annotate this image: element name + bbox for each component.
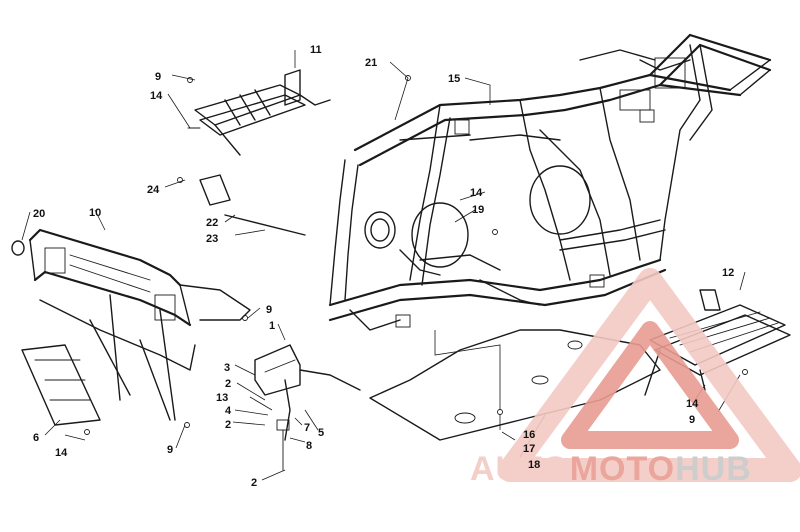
callout-17: 17 (523, 443, 535, 455)
callout-9: 9 (155, 71, 161, 83)
watermark-part-auto: AUTO (470, 450, 570, 488)
callout-18: 18 (528, 459, 540, 471)
callout-2: 2 (225, 378, 231, 390)
callout-21: 21 (365, 57, 377, 69)
callout-14d: 14 (686, 398, 699, 410)
callout-20: 20 (33, 208, 45, 220)
watermark: AUTOMOTOHUB (470, 268, 800, 488)
callout-3: 3 (224, 362, 230, 374)
callout-2b: 2 (225, 419, 231, 431)
mount-bracket (199, 174, 231, 206)
callout-6: 6 (33, 432, 39, 444)
watermark-text: AUTOMOTOHUB (470, 450, 752, 488)
callout-14: 14 (150, 90, 163, 102)
fasteners (84, 75, 748, 435)
main-frame (328, 33, 772, 331)
callout-24: 24 (147, 184, 160, 196)
callout-labels: 1 2 2 2 3 4 5 6 7 8 9 9 9 9 10 11 12 13 … (33, 44, 734, 489)
callout-19: 19 (472, 204, 484, 216)
callout-9d: 9 (689, 414, 695, 426)
callout-15: 15 (448, 73, 460, 85)
rod (224, 214, 306, 236)
callout-22: 22 (206, 217, 218, 229)
plate-bracket (21, 344, 101, 426)
callout-10: 10 (89, 207, 101, 219)
callout-5: 5 (318, 427, 324, 439)
front-bumper (11, 228, 251, 421)
callout-23: 23 (206, 233, 218, 245)
watermark-part-hub: HUB (675, 450, 752, 488)
tail-light (254, 344, 361, 471)
callout-1: 1 (269, 320, 275, 332)
callout-8: 8 (306, 440, 312, 452)
callout-7: 7 (304, 422, 310, 434)
callout-4: 4 (225, 405, 232, 417)
front-rack (187, 69, 331, 156)
callout-11: 11 (310, 44, 322, 56)
callout-9c: 9 (167, 444, 173, 456)
watermark-part-moto: MOTO (570, 450, 675, 488)
callout-16: 16 (523, 429, 535, 441)
watermark-triangle-outer (498, 268, 800, 482)
callout-2c: 2 (251, 477, 257, 489)
callout-12: 12 (722, 267, 734, 279)
leader-lines (21, 50, 746, 481)
callout-14c: 14 (55, 447, 68, 459)
callout-14b: 14 (470, 187, 483, 199)
watermark-triangle-inner (561, 321, 739, 449)
callout-9b: 9 (266, 304, 272, 316)
callout-13: 13 (216, 392, 228, 404)
